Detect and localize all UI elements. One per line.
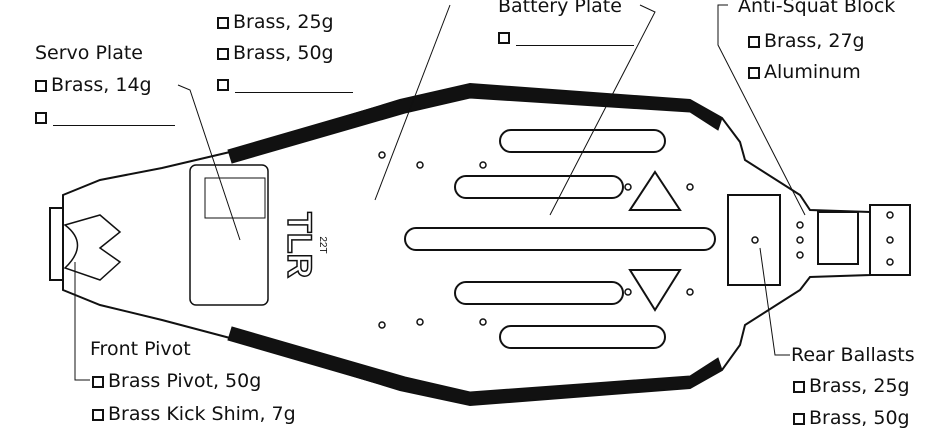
- front-pivot-title: Front Pivot: [90, 338, 191, 360]
- checkbox-icon[interactable]: [498, 32, 510, 44]
- tlr-logo: TLR: [280, 212, 318, 278]
- servo-plate: [189, 164, 269, 306]
- anti-squat-option-2: Aluminum: [748, 63, 861, 82]
- anti-squat-title: Anti-Squat Block: [738, 0, 896, 17]
- top-side-rail: [227, 83, 723, 164]
- checkbox-icon[interactable]: [217, 16, 229, 29]
- rear-ballasts-title: Rear Ballasts: [791, 344, 915, 366]
- tlr-logo-sub: 22T: [317, 236, 328, 253]
- front-plate-cutout: [63, 214, 122, 281]
- slot: [404, 227, 716, 251]
- anti-squat-block: [817, 211, 859, 265]
- slot: [499, 325, 666, 349]
- rear-ballasts-option-1: Brass, 25g: [793, 377, 910, 396]
- option-label: Brass, 25g: [809, 375, 910, 397]
- checkbox-icon[interactable]: [92, 408, 104, 421]
- servo-plate-option-1: Brass, 14g: [35, 76, 152, 95]
- front-pivot-option-2: Brass Kick Shim, 7g: [92, 405, 296, 424]
- checkbox-icon[interactable]: [217, 79, 229, 91]
- leader-line-top-weights: [374, 4, 451, 201]
- checkbox-icon[interactable]: [92, 375, 104, 388]
- battery-plate-title: Battery Plate: [498, 0, 622, 17]
- top-weights-option-2: Brass, 50g: [217, 44, 334, 63]
- slot: [454, 175, 624, 199]
- triangle-cutout: [628, 269, 682, 312]
- leader-line-rear-ballasts: [759, 247, 790, 356]
- rear-ballasts-option-2: Brass, 50g: [793, 409, 910, 428]
- top-weights-option-1: Brass, 25g: [217, 13, 334, 32]
- checkbox-icon[interactable]: [35, 112, 47, 124]
- rear-ballast-plate: [727, 194, 781, 286]
- checkbox-icon[interactable]: [217, 47, 229, 60]
- checkbox-icon[interactable]: [793, 380, 805, 393]
- option-label: Brass, 14g: [51, 74, 152, 96]
- slot: [454, 281, 624, 305]
- anti-squat-option-1: Brass, 27g: [748, 32, 865, 51]
- top-weights-option-blank: [217, 77, 353, 93]
- front-pivot-option-1: Brass Pivot, 50g: [92, 372, 261, 391]
- option-label: Brass Pivot, 50g: [108, 370, 262, 392]
- servo-plate-title: Servo Plate: [35, 42, 143, 64]
- leader-line-servo-plate: [177, 84, 241, 241]
- checkbox-icon[interactable]: [748, 66, 760, 79]
- battery-plate-option-blank: [498, 30, 634, 46]
- checkbox-icon[interactable]: [793, 412, 805, 425]
- triangle-cutout: [628, 170, 682, 211]
- leader-line-anti-squat: [717, 4, 806, 216]
- leader-line-battery-plate: [549, 4, 656, 216]
- servo-plate-option-blank: [35, 110, 175, 126]
- checkbox-icon[interactable]: [748, 35, 760, 48]
- option-label: Brass, 27g: [764, 30, 865, 52]
- bottom-side-rail: [227, 326, 723, 406]
- option-label: Aluminum: [764, 61, 861, 83]
- option-label: Brass, 25g: [233, 11, 334, 33]
- option-label: Brass, 50g: [809, 407, 910, 429]
- front-bulkhead: [49, 207, 64, 281]
- leader-line-front-pivot: [74, 262, 90, 381]
- option-label: Brass, 50g: [233, 42, 334, 64]
- option-label: Brass Kick Shim, 7g: [108, 403, 296, 425]
- checkbox-icon[interactable]: [35, 79, 47, 92]
